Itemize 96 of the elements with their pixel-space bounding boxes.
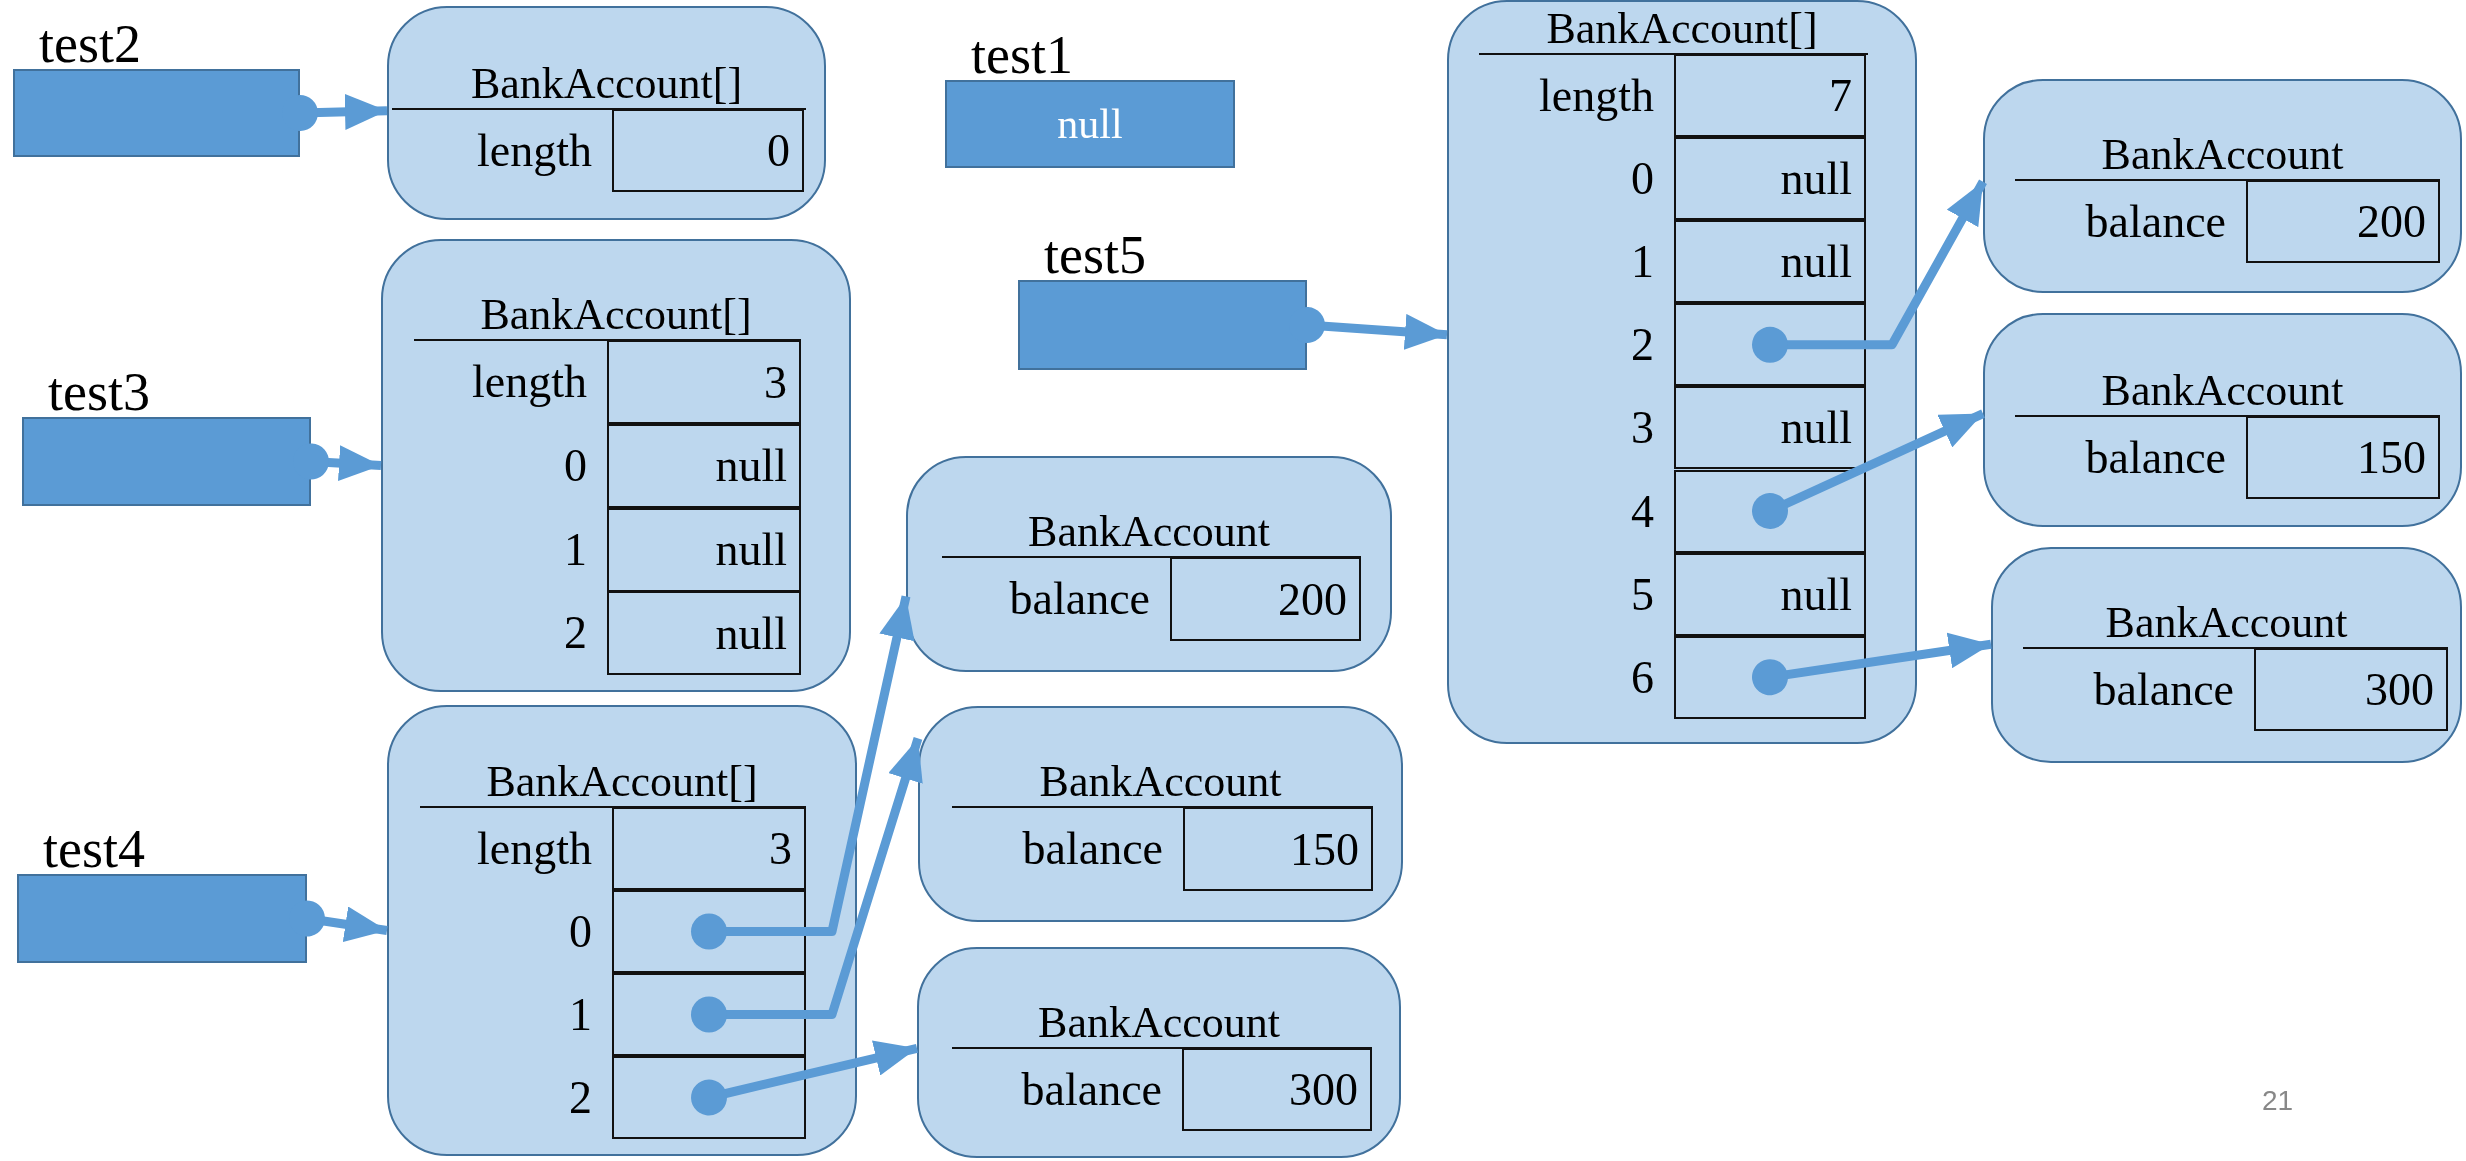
cell-value: 150	[2357, 431, 2426, 485]
value-cell	[1170, 557, 1361, 641]
pointer-cell	[1674, 635, 1866, 719]
index-label: 5	[1631, 567, 1654, 622]
cell-value: 7	[1829, 69, 1852, 123]
pointer-arrow	[691, 737, 923, 1033]
cell-value: 3	[769, 822, 792, 876]
variable-name: test4	[43, 822, 145, 876]
array-type-title: BankAccount[]	[469, 59, 744, 109]
object-box	[917, 947, 1401, 1158]
cell-value: 0	[767, 124, 790, 178]
field-name: balance	[1022, 822, 1163, 876]
value-cell	[607, 340, 801, 424]
cell-value: null	[1780, 235, 1852, 290]
class-title: BankAccount	[2104, 598, 2349, 648]
class-title: BankAccount	[1027, 507, 1271, 557]
value-cell	[1674, 386, 1866, 470]
pointer-cell	[612, 973, 806, 1056]
cell-value: 3	[764, 355, 787, 410]
array-type-title: BankAccount[]	[485, 757, 759, 807]
index-label: 0	[1631, 152, 1654, 207]
value-text: null	[1056, 100, 1124, 149]
index-label: 3	[1631, 401, 1654, 456]
array-type-title: BankAccount[]	[1545, 4, 1819, 54]
value-cell	[607, 423, 801, 508]
index-label: 2	[569, 1071, 592, 1125]
index-label: 2	[564, 606, 587, 661]
value-cell	[607, 591, 801, 676]
cell-value: null	[1780, 152, 1852, 207]
value-cell	[2254, 648, 2448, 731]
class-title: BankAccount	[2100, 366, 2345, 416]
value-cell	[612, 109, 804, 192]
cell-value: null	[1780, 401, 1852, 456]
class-title: BankAccount	[1037, 998, 1281, 1048]
field-name: length	[477, 822, 592, 876]
pointer-arrow	[1752, 179, 1987, 363]
index-label: 0	[564, 438, 587, 493]
field-name: length	[477, 124, 592, 178]
value-cell	[607, 507, 801, 592]
cell-value: null	[715, 439, 787, 494]
field-name: balance	[1009, 572, 1150, 626]
object-box	[1991, 547, 2462, 763]
array-object-box	[387, 705, 857, 1156]
pointer-cell	[1674, 303, 1866, 387]
pointer-arrow	[691, 595, 915, 950]
pointer-cell	[612, 890, 806, 973]
pointer-cell	[612, 1056, 806, 1139]
pointer-arrow	[1752, 409, 1985, 529]
cell-value: 300	[1289, 1063, 1358, 1117]
value-cell	[2246, 180, 2440, 263]
value-cell	[1183, 807, 1373, 891]
field-name: balance	[2085, 195, 2226, 249]
field-name: balance	[2093, 663, 2234, 717]
index-label: 6	[1631, 650, 1654, 705]
field-name: balance	[2085, 431, 2226, 485]
index-label: 2	[1631, 318, 1654, 373]
value-cell	[1674, 54, 1866, 137]
value-cell	[2246, 416, 2440, 499]
value-cell	[1182, 1048, 1372, 1131]
cell-value: 300	[2365, 663, 2434, 717]
value-cell	[1674, 220, 1866, 304]
value-cell	[1674, 552, 1866, 636]
variable-name: test1	[971, 28, 1073, 82]
index-label: 0	[569, 905, 592, 959]
index-label: 4	[1631, 484, 1654, 539]
variable-name: test3	[48, 365, 150, 419]
class-title: BankAccount	[1038, 757, 1283, 807]
value-cell	[1674, 137, 1866, 221]
index-label: 1	[564, 522, 587, 577]
cell-value: 200	[2357, 195, 2426, 249]
value-cell	[612, 807, 806, 890]
cell-value: null	[715, 523, 787, 577]
object-box	[1983, 79, 2462, 293]
object-box	[1983, 313, 2462, 527]
object-box	[906, 456, 1392, 672]
page-number: 21	[2262, 1085, 2294, 1117]
index-label: 1	[569, 988, 592, 1042]
field-name: length	[472, 355, 587, 409]
class-title: BankAccount	[2100, 130, 2345, 180]
array-object-box	[387, 6, 826, 220]
pointer-cell	[1674, 469, 1866, 553]
variable-name: test5	[1044, 228, 1146, 282]
cell-value: null	[715, 606, 787, 661]
field-name: length	[1539, 69, 1654, 123]
cell-value: null	[1780, 567, 1852, 622]
object-box	[918, 706, 1403, 922]
array-type-title: BankAccount[]	[479, 290, 753, 340]
index-label: 1	[1631, 235, 1654, 290]
pointer-arrow	[691, 1040, 919, 1116]
variable-name: test2	[39, 17, 141, 71]
array-object-box	[381, 239, 851, 692]
field-name: balance	[1021, 1063, 1162, 1117]
pointer-arrow	[1752, 632, 1992, 696]
cell-value: 150	[1290, 822, 1359, 877]
array-object-box	[1447, 0, 1917, 744]
cell-value: 200	[1278, 572, 1347, 627]
